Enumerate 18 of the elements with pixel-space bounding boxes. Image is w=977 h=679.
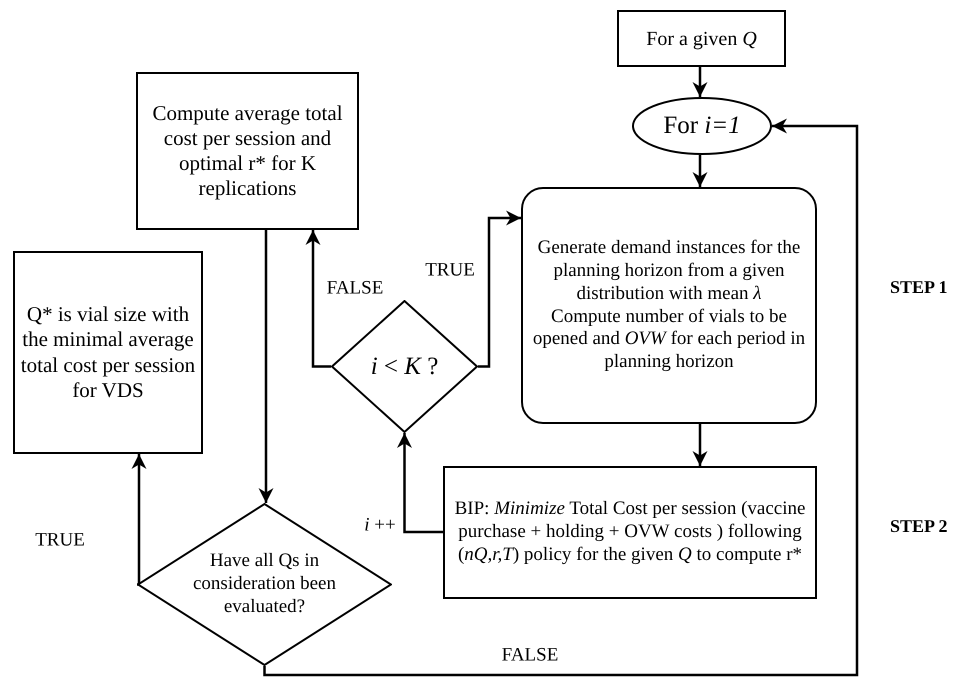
arrow: [692, 424, 708, 466]
arrow: [692, 67, 708, 97]
arrow: [258, 230, 274, 503]
arrow: [306, 230, 331, 368]
step-label: STEP 1: [890, 278, 948, 296]
process-box: BIP: Minimize Total Cost per session (vaccine purchase + holding + OVW costs ) following (nQ,r,T) policy for the given Q to compute r*: [443, 466, 817, 599]
process-box: Generate demand instances for the planning horizon from a given distribution with mean λ Compute number of vials to be opened and OVW for each period in planning horizon: [521, 187, 817, 424]
loop-ellipse: For i=1: [632, 97, 772, 155]
arrow: [132, 454, 146, 586]
process-box: Q* is vial size with the minimal average total cost per session for VDS: [13, 251, 203, 454]
arrow: [397, 433, 443, 534]
arrow: [263, 118, 858, 676]
step-label: STEP 2: [890, 517, 948, 535]
arrow: [692, 155, 708, 187]
arrow: [478, 210, 521, 368]
decision-diamond: i < K ?: [331, 300, 478, 433]
process-box: For a given Q: [617, 10, 786, 67]
process-box: Compute average total cost per session and optimal r* for K replications: [136, 72, 359, 230]
